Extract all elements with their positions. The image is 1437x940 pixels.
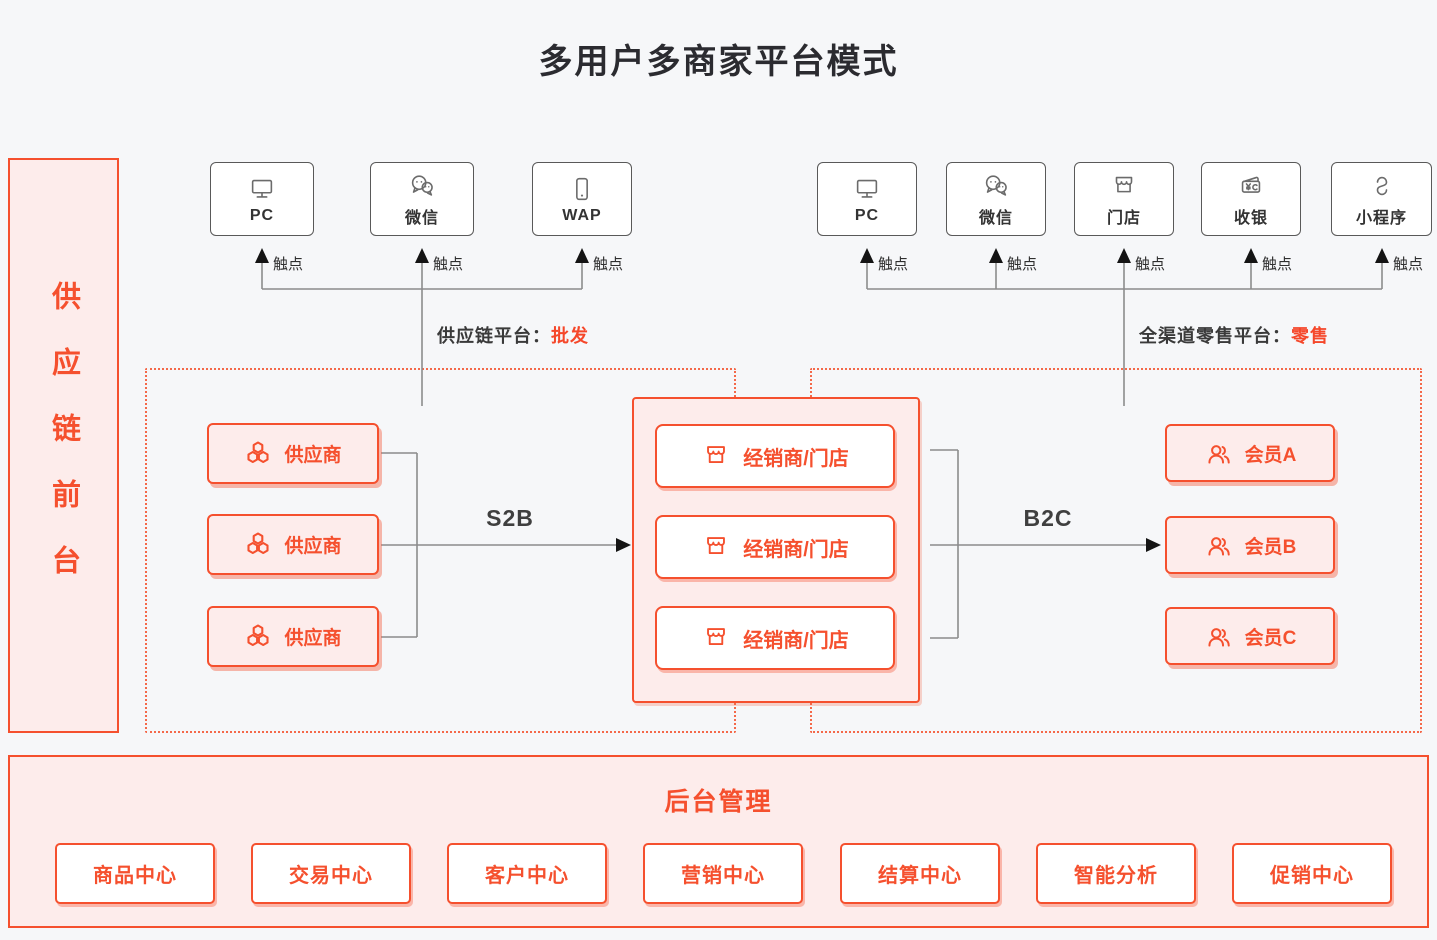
backend-title: 后台管理 bbox=[664, 788, 773, 816]
touchpoint-label: 触点 bbox=[1007, 256, 1038, 273]
supplier-card: 供应商 bbox=[207, 423, 379, 484]
wechat-icon bbox=[985, 174, 1007, 196]
monitor-icon bbox=[251, 179, 273, 198]
channel-box-wechat-left: 微信 bbox=[370, 162, 474, 236]
dealer-label: 经销商/门店 bbox=[743, 629, 849, 652]
dealer-card: 经销商/门店 bbox=[655, 606, 895, 670]
supply-platform-label: 供应链平台： bbox=[437, 326, 551, 346]
store-icon bbox=[1115, 176, 1133, 192]
backend-card: 客户中心 bbox=[447, 843, 607, 904]
touchpoint-label: 触点 bbox=[433, 256, 464, 273]
supply-platform-mode: 批发 bbox=[551, 326, 589, 346]
supplier-label: 供应商 bbox=[284, 628, 342, 649]
channel-box-wap: WAP bbox=[532, 162, 632, 236]
miniprogram-icon bbox=[1376, 176, 1387, 195]
member-label: 会员B bbox=[1244, 536, 1297, 558]
backend-card: 结算中心 bbox=[840, 843, 1000, 904]
touchpoint-label: 触点 bbox=[593, 256, 624, 273]
touchpoint-label: 触点 bbox=[878, 256, 909, 273]
member-card: 会员B bbox=[1165, 516, 1335, 574]
channel-label: 收银 bbox=[1233, 209, 1268, 227]
hexagon-cluster-icon bbox=[247, 623, 270, 646]
phone-icon bbox=[576, 177, 588, 200]
member-card: 会员A bbox=[1165, 424, 1335, 482]
hexagon-cluster-icon bbox=[247, 440, 270, 463]
retail-platform-label: 全渠道零售平台： bbox=[1139, 326, 1291, 346]
channel-box-pc-left: PC bbox=[210, 162, 314, 236]
backend-card: 智能分析 bbox=[1036, 843, 1196, 904]
channel-box-store: 门店 bbox=[1074, 162, 1174, 236]
users-icon bbox=[1208, 536, 1230, 556]
supply-chain-front-label: 供应链前台 bbox=[47, 280, 80, 611]
backend-card: 营销中心 bbox=[643, 843, 803, 904]
supplier-label: 供应商 bbox=[284, 536, 342, 557]
member-label: 会员A bbox=[1244, 444, 1297, 466]
supply-chain-front-rail: 供应链前台 bbox=[8, 158, 119, 733]
storefront-icon bbox=[707, 537, 726, 555]
dealer-label: 经销商/门店 bbox=[743, 538, 849, 561]
member-label: 会员C bbox=[1244, 627, 1297, 649]
touchpoint-label: 触点 bbox=[1135, 256, 1166, 273]
channel-box-pc-right: PC bbox=[817, 162, 917, 236]
channel-label: PC bbox=[249, 206, 275, 224]
channel-label: WAP bbox=[562, 206, 602, 224]
channel-label: 小程序 bbox=[1355, 209, 1407, 227]
touchpoint-label: 触点 bbox=[273, 256, 304, 273]
supply-platform-caption: 供应链平台：批发 bbox=[437, 322, 589, 348]
page-title: 多用户多商家平台模式 bbox=[538, 43, 899, 81]
users-icon bbox=[1208, 444, 1230, 464]
b2c-label: B2C bbox=[1023, 505, 1073, 531]
users-icon bbox=[1208, 627, 1230, 647]
channel-label: 微信 bbox=[978, 209, 1013, 227]
hexagon-cluster-icon bbox=[247, 531, 270, 554]
monitor-icon bbox=[856, 179, 878, 198]
member-card: 会员C bbox=[1165, 607, 1335, 665]
backend-card: 商品中心 bbox=[55, 843, 215, 904]
s2b-label: S2B bbox=[486, 505, 534, 531]
backend-card: 交易中心 bbox=[251, 843, 411, 904]
retail-platform-caption: 全渠道零售平台：零售 bbox=[1139, 322, 1329, 348]
touchpoint-label: 触点 bbox=[1393, 256, 1424, 273]
retail-platform-mode: 零售 bbox=[1291, 326, 1329, 346]
backend-card: 促销中心 bbox=[1232, 843, 1392, 904]
channel-box-cashier: 收银 bbox=[1201, 162, 1301, 236]
storefront-icon bbox=[707, 446, 726, 464]
supplier-card: 供应商 bbox=[207, 606, 379, 667]
channel-label: 微信 bbox=[404, 209, 439, 227]
supplier-label: 供应商 bbox=[284, 445, 342, 466]
dealer-card: 经销商/门店 bbox=[655, 424, 895, 488]
storefront-icon bbox=[707, 628, 726, 646]
channel-box-wechat-right: 微信 bbox=[946, 162, 1046, 236]
channel-label: 门店 bbox=[1106, 209, 1141, 227]
channel-label: PC bbox=[854, 206, 880, 224]
supplier-card: 供应商 bbox=[207, 514, 379, 575]
wechat-icon bbox=[411, 174, 433, 196]
dealer-card: 经销商/门店 bbox=[655, 515, 895, 579]
touchpoint-label: 触点 bbox=[1262, 256, 1293, 273]
cashier-icon bbox=[1241, 176, 1261, 193]
channel-box-miniprogram: 小程序 bbox=[1331, 162, 1432, 236]
dealer-label: 经销商/门店 bbox=[743, 447, 849, 470]
